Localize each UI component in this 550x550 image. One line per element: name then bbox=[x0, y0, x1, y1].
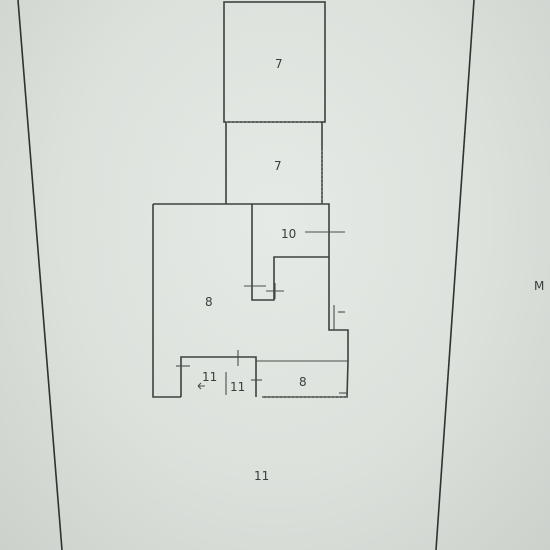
right-wing-outline bbox=[262, 257, 349, 398]
plot-boundary-right bbox=[435, 0, 475, 550]
room-11-arrow bbox=[197, 382, 205, 390]
room-label-11-a: 11 bbox=[202, 370, 217, 384]
room-11-block bbox=[180, 356, 257, 397]
room-label-10: 10 bbox=[281, 227, 296, 241]
plot-label-11: 11 bbox=[254, 469, 269, 483]
room-label-7-middle: 7 bbox=[274, 159, 282, 173]
room-label-8-left: 8 bbox=[205, 295, 213, 309]
edge-label-m: M bbox=[534, 279, 544, 293]
room-label-7-top: 7 bbox=[275, 57, 283, 71]
plot-boundary-left bbox=[17, 0, 63, 550]
main-building-outline bbox=[152, 203, 253, 398]
room-label-8-right: 8 bbox=[299, 375, 307, 389]
room-label-11-b: 11 bbox=[230, 380, 245, 394]
room-10-outline bbox=[251, 203, 330, 301]
